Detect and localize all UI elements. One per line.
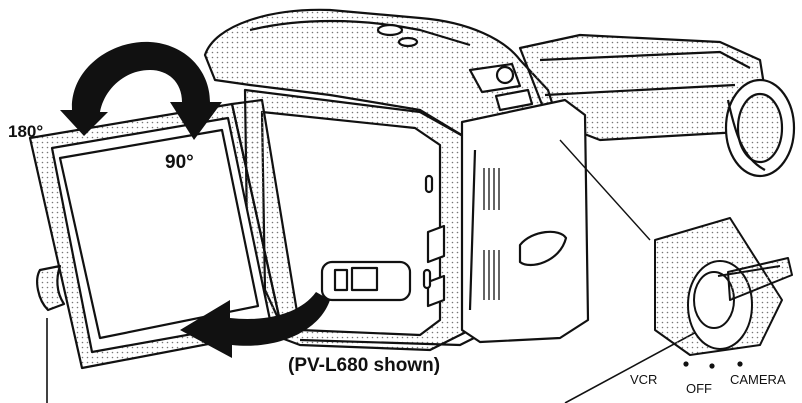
rotation-90-label: 90° [165,152,194,173]
model-caption: (PV-L680 shown) [288,355,441,376]
camcorder-body [203,8,796,352]
power-switch-dial [654,217,793,369]
rotation-arrow-icon [60,41,330,358]
rotation-180-label: 180° [8,122,44,141]
leader-line [559,139,651,241]
switch-position-vcr: VCR [630,372,658,387]
lcd-monitor-panel [28,98,302,370]
switch-position-off: OFF [686,381,712,396]
switch-position-camera: CAMERA [730,372,786,387]
